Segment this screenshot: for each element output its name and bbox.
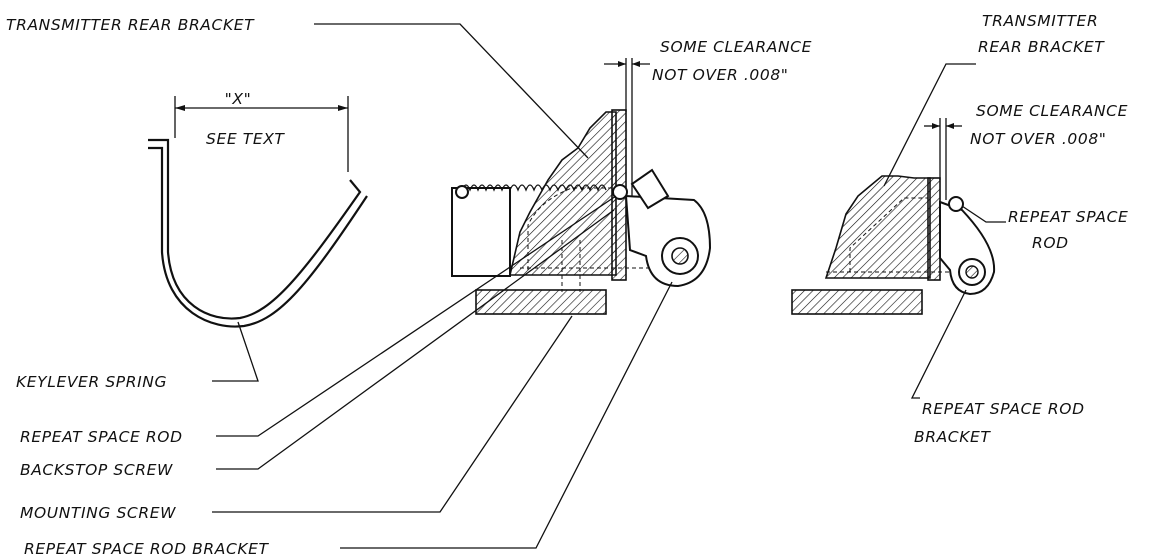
label-some-clearance-right-2: NOT OVER .008": [970, 130, 1107, 148]
leader-lines: [212, 23, 1006, 549]
center-clearance-dimension: [604, 58, 650, 196]
label-repeat-space-rod-bracket-right-2: BRACKET: [914, 428, 991, 446]
right-bracket-plate: [927, 177, 941, 281]
label-some-clearance-center-1: SOME CLEARANCE: [660, 38, 812, 56]
keylever-spring: [148, 138, 368, 328]
label-mounting-screw: MOUNTING SCREW: [20, 504, 176, 522]
right-base: [791, 289, 923, 315]
x-dimension: [174, 96, 349, 172]
center-keylever-block: [451, 187, 511, 277]
label-repeat-space-rod-bracket: REPEAT SPACE ROD BRACKET: [24, 540, 270, 558]
right-rod-bracket-pin: [965, 265, 979, 279]
label-keylever-spring: KEYLEVER SPRING: [16, 373, 167, 391]
label-backstop-screw: BACKSTOP SCREW: [20, 461, 173, 479]
right-repeat-space-rod: [948, 196, 964, 212]
center-base: [475, 289, 607, 315]
label-transmitter-rear-bracket: TRANSMITTER REAR BRACKET: [6, 16, 255, 34]
center-bracket-body: [508, 111, 617, 276]
right-bracket-body: [824, 175, 931, 279]
label-repeat-space-rod-right-1: REPEAT SPACE: [1008, 208, 1128, 226]
label-see-text: SEE TEXT: [206, 130, 285, 148]
label-transmitter-right-2: REAR BRACKET: [978, 38, 1105, 56]
center-coil-spring: [461, 184, 607, 192]
center-repeat-space-rod: [612, 184, 628, 200]
center-rod-bracket: [624, 194, 712, 288]
right-clearance-dimension: [924, 118, 962, 200]
label-some-clearance-center-2: NOT OVER .008": [652, 66, 789, 84]
right-assembly: [791, 175, 996, 315]
center-rod-bracket-pin: [671, 247, 689, 265]
label-x-dimension: "X": [225, 90, 252, 108]
label-repeat-space-rod-right-2: ROD: [1032, 234, 1069, 252]
label-repeat-space-rod-bracket-right-1: REPEAT SPACE ROD: [922, 400, 1085, 418]
spring-hook-circle: [455, 185, 469, 199]
label-some-clearance-right-1: SOME CLEARANCE: [976, 102, 1128, 120]
label-transmitter-right-1: TRANSMITTER: [982, 12, 1098, 30]
label-repeat-space-rod: REPEAT SPACE ROD: [20, 428, 183, 446]
center-rod-tab: [630, 168, 670, 210]
